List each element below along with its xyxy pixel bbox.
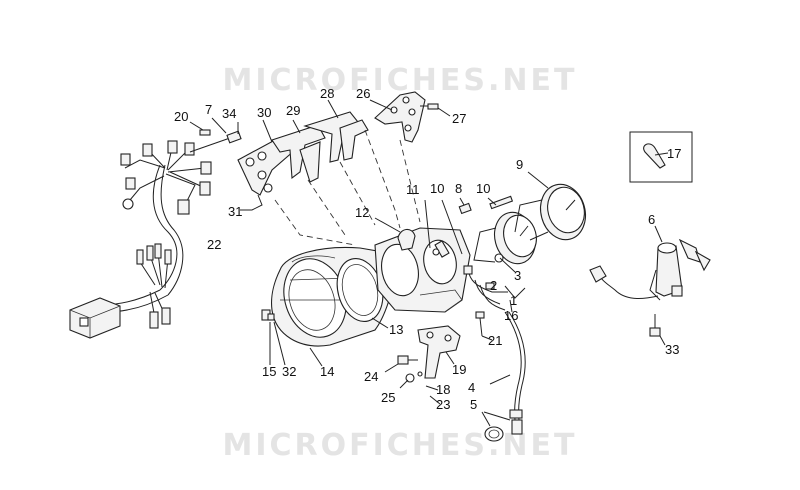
callout-8: 8 <box>455 181 463 196</box>
lamp-holder-30 <box>237 119 296 211</box>
callout-3: 3 <box>514 268 522 283</box>
callout-20: 20 <box>174 109 189 124</box>
callout-33: 33 <box>665 342 680 357</box>
screw-33 <box>649 314 666 346</box>
callout-25: 25 <box>381 390 396 405</box>
ring-13 <box>336 258 389 329</box>
ring-5 <box>481 411 511 442</box>
callout-27: 27 <box>452 111 467 126</box>
callout-26: 26 <box>356 86 371 101</box>
callout-9: 9 <box>516 157 524 172</box>
callout-16: 16 <box>504 308 519 323</box>
callout-10-right: 10 <box>476 181 491 196</box>
callout-4: 4 <box>468 380 476 395</box>
screws-15-32 <box>261 309 286 366</box>
callout-10-left: 10 <box>430 181 445 196</box>
parts-8-10-11 <box>424 195 514 258</box>
callout-15: 15 <box>262 364 277 379</box>
hoses-1-2-3-16 <box>463 257 526 313</box>
callout-32: 32 <box>282 364 297 379</box>
callout-18: 18 <box>436 382 451 397</box>
callout-21: 21 <box>488 333 503 348</box>
callout-34: 34 <box>222 106 237 121</box>
callout-12: 12 <box>355 205 370 220</box>
bolt-21 <box>475 311 493 341</box>
screw-27 <box>420 103 451 117</box>
gauge-small <box>473 211 537 265</box>
bulb-20 <box>189 121 211 136</box>
callout-29: 29 <box>286 103 301 118</box>
callout-31: 31 <box>228 204 243 219</box>
callout-19: 19 <box>452 362 467 377</box>
callout-17: 17 <box>667 146 682 161</box>
wiring-harness <box>69 140 212 339</box>
light-guide-28 <box>303 99 369 163</box>
cover-26 <box>369 91 426 143</box>
callout-11: 11 <box>406 182 420 197</box>
callout-7: 7 <box>205 102 213 117</box>
front-panel-12 <box>374 217 471 313</box>
callout-2: 2 <box>490 278 498 293</box>
callout-24: 24 <box>364 369 379 384</box>
watermark-top: MICROFICHES.NET <box>222 63 578 98</box>
callout-28: 28 <box>320 86 335 101</box>
ignition-switch-6 <box>589 225 711 301</box>
callout-30: 30 <box>257 105 272 120</box>
gauge-large-9 <box>514 171 587 241</box>
assembly-lines <box>274 129 421 246</box>
callout-23: 23 <box>436 397 451 412</box>
bracket-19 <box>417 325 461 379</box>
callout-22: 22 <box>207 237 222 252</box>
light-guide-29 <box>271 119 326 183</box>
fasteners-18-23-24-25 <box>384 355 441 405</box>
callout-14: 14 <box>320 364 335 379</box>
inset-box-17 <box>629 131 693 183</box>
bulb-holder-7-34 <box>189 117 242 153</box>
callout-13: 13 <box>389 322 404 337</box>
callout-5: 5 <box>470 397 478 412</box>
speedometer-cable-4 <box>489 311 526 435</box>
callout-1: 1 <box>510 293 518 308</box>
callout-6: 6 <box>648 212 656 227</box>
